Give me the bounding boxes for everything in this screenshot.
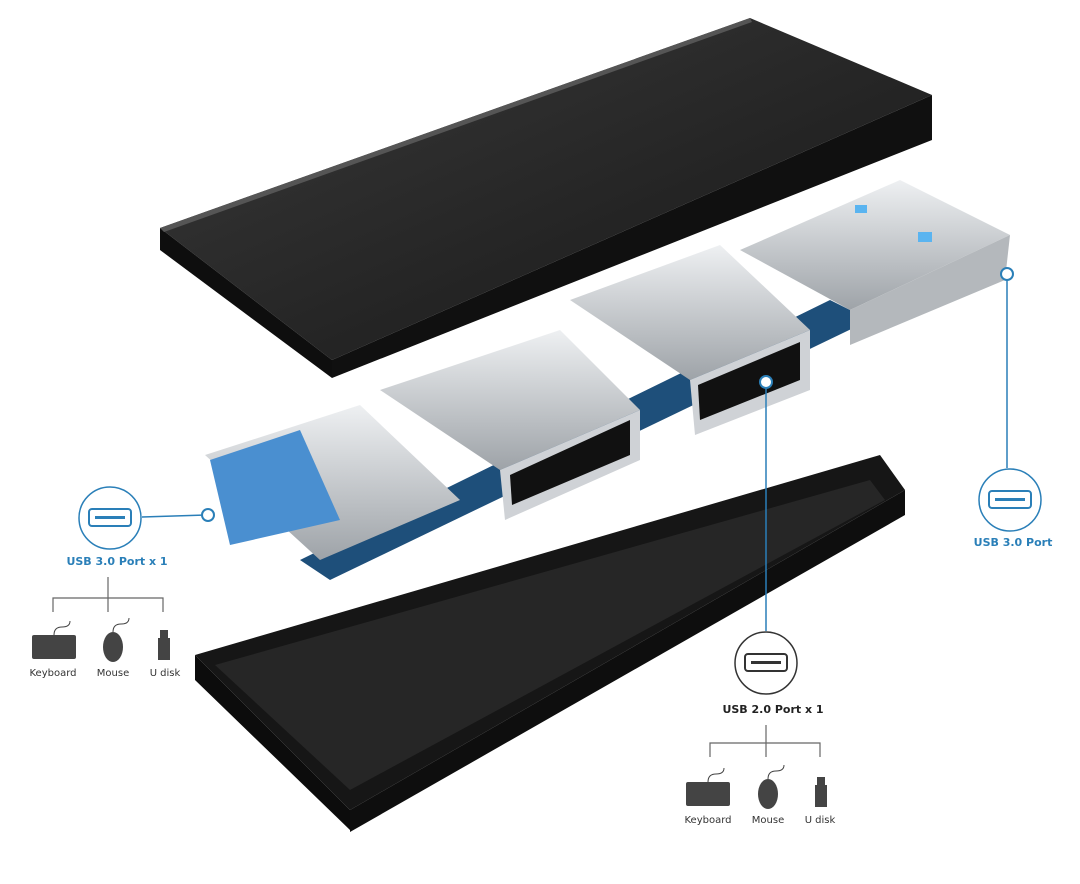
callout-dot (201, 508, 215, 522)
keyboard-label: Keyboard (684, 815, 732, 826)
usb-2-port-front (380, 330, 640, 520)
usb-port-icon (78, 486, 142, 550)
usb-3-port-left (205, 405, 460, 560)
keyboard-label: Keyboard (29, 668, 77, 679)
usb-port-icon (734, 631, 798, 695)
keyboard-icon (686, 767, 730, 806)
mouse-label: Mouse (96, 668, 130, 679)
mouse-icon (103, 617, 130, 662)
usb-disk-icon (158, 630, 170, 660)
mouse-icon (758, 764, 785, 809)
usb-2-port-back (570, 245, 810, 435)
usb-port-icon (978, 468, 1042, 532)
callout-dot (759, 375, 773, 389)
keyboard-icon (32, 620, 76, 659)
usb-male-plug (740, 180, 1010, 345)
top-cover (160, 18, 932, 378)
device-tree-lines (52, 577, 821, 757)
usb3-port-label: USB 3.0 Port (973, 536, 1053, 549)
callout-dot (1000, 267, 1014, 281)
usb-disk-icon (815, 777, 827, 807)
udisk-label: U disk (149, 668, 181, 679)
usb3-port-x1-label: USB 3.0 Port x 1 (66, 555, 168, 568)
udisk-label: U disk (804, 815, 836, 826)
usb2-port-x1-label: USB 2.0 Port x 1 (722, 703, 824, 716)
mouse-label: Mouse (751, 815, 785, 826)
callout-lines (141, 276, 1008, 631)
